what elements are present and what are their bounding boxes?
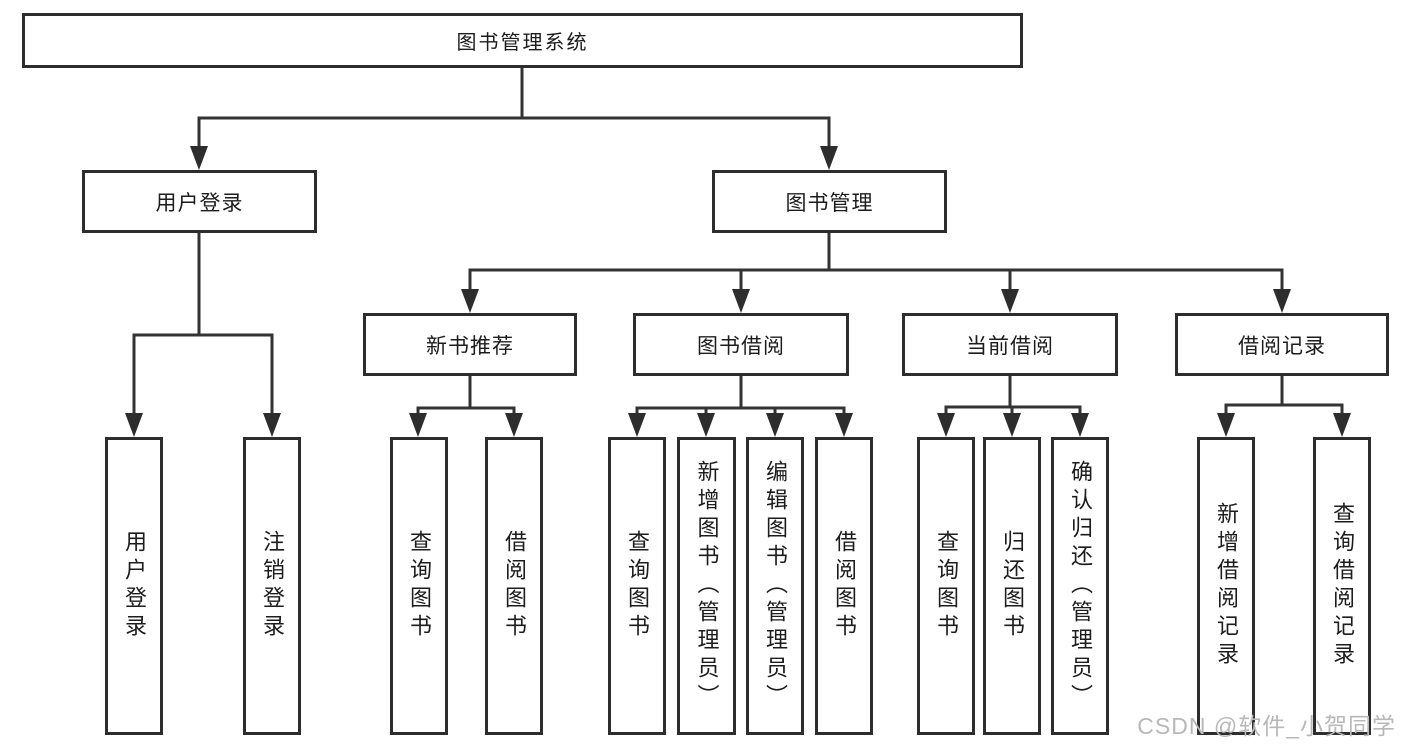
arrowheads (125, 146, 1351, 437)
leaf-recommend-borrow-books: 借阅图书 (485, 437, 543, 735)
leaf-user-login: 用户登录 (105, 437, 163, 735)
leaf-recommend-borrow-books-label: 借阅图书 (502, 530, 527, 642)
leaf-borrow-query-books-label: 查询图书 (625, 530, 650, 642)
leaf-borrow-add-books-admin-label: 新增图书（管理员） (694, 460, 720, 712)
leaf-recommend-query-books: 查询图书 (390, 437, 448, 735)
leaf-current-return-books: 归还图书 (983, 437, 1041, 735)
node-user-login: 用户登录 (82, 170, 317, 233)
leaf-borrow-borrow-books: 借阅图书 (815, 437, 873, 735)
node-root-label: 图书管理系统 (456, 32, 589, 54)
node-new-book-recommend: 新书推荐 (363, 313, 577, 376)
node-user-login-label: 用户登录 (155, 191, 244, 215)
leaf-user-login-label: 用户登录 (122, 530, 147, 642)
node-book-management: 图书管理 (712, 170, 947, 233)
node-root: 图书管理系统 (22, 13, 1023, 68)
leaf-borrow-edit-books-admin: 编辑图书（管理员） (746, 437, 804, 735)
leaf-current-query-books: 查询图书 (917, 437, 975, 735)
leaf-current-return-books-label: 归还图书 (1000, 530, 1025, 642)
leaf-current-query-books-label: 查询图书 (934, 530, 959, 642)
leaf-current-confirm-return-admin: 确认归还（管理员） (1051, 437, 1109, 735)
leaf-records-add-record: 新增借阅记录 (1197, 437, 1255, 735)
node-new-book-recommend-label: 新书推荐 (426, 334, 514, 358)
leaf-borrow-borrow-books-label: 借阅图书 (832, 530, 857, 642)
node-current-borrow: 当前借阅 (902, 313, 1118, 376)
leaf-logout: 注销登录 (243, 437, 301, 735)
leaf-logout-label: 注销登录 (260, 530, 285, 642)
leaf-recommend-query-books-label: 查询图书 (407, 530, 432, 642)
leaf-borrow-query-books: 查询图书 (608, 437, 666, 735)
leaf-borrow-edit-books-admin-label: 编辑图书（管理员） (763, 460, 788, 712)
node-book-borrow-label: 图书借阅 (697, 334, 785, 358)
leaf-records-query-record-label: 查询借阅记录 (1330, 502, 1355, 670)
leaf-current-confirm-return-admin-label: 确认归还（管理员） (1068, 460, 1093, 712)
leaf-records-query-record: 查询借阅记录 (1313, 437, 1371, 735)
node-borrow-records-label: 借阅记录 (1238, 334, 1326, 358)
node-borrow-records: 借阅记录 (1175, 313, 1389, 376)
node-book-borrow: 图书借阅 (633, 313, 849, 376)
leaf-borrow-add-books-admin: 新增图书（管理员） (677, 437, 736, 735)
leaf-records-add-record-label: 新增借阅记录 (1214, 502, 1239, 670)
node-current-borrow-label: 当前借阅 (966, 334, 1054, 358)
node-book-management-label: 图书管理 (785, 191, 874, 215)
